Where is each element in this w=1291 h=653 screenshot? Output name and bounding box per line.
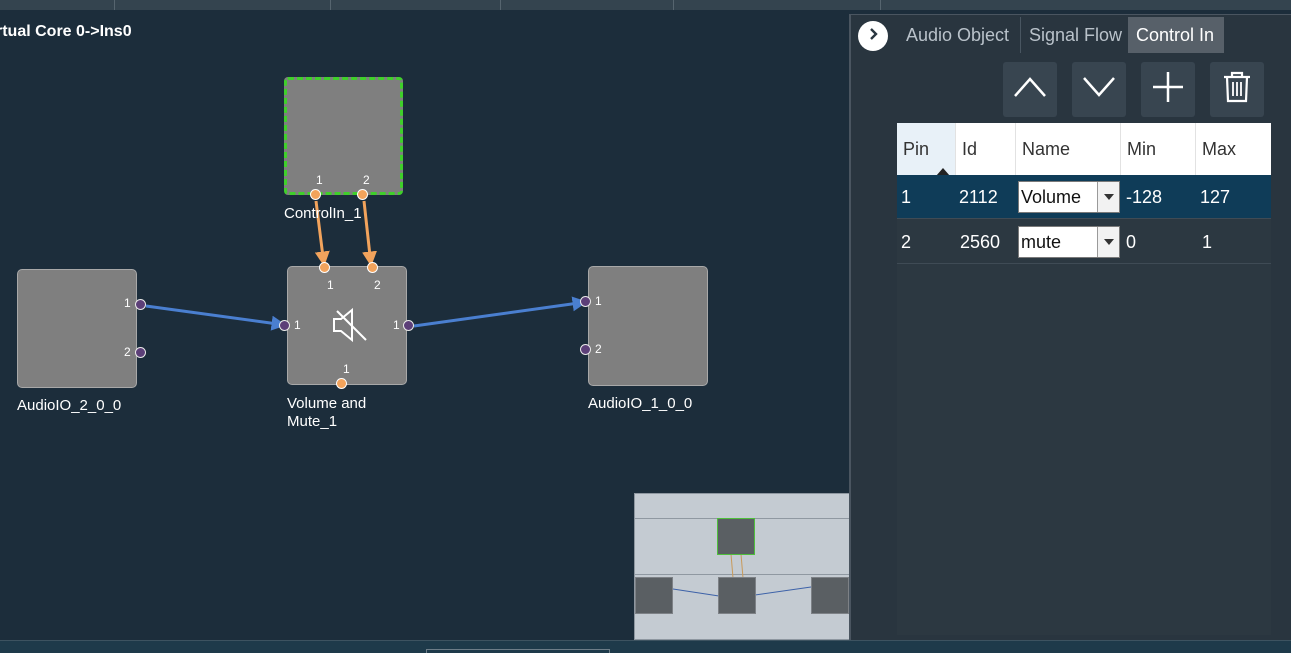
column-header-id[interactable]: Id	[956, 123, 1016, 175]
tab-signal-flow[interactable]: Signal Flow	[1029, 25, 1123, 45]
audio-io-1-block[interactable]	[588, 266, 708, 386]
pin-number: 1	[327, 278, 334, 292]
speaker-mute-icon	[330, 307, 370, 348]
audio-io-2-block[interactable]	[17, 269, 137, 388]
name-dropdown-value: Volume	[1021, 187, 1082, 207]
minimap-block	[811, 577, 849, 614]
canvas-minimap[interactable]	[634, 493, 850, 640]
delete-button[interactable]	[1210, 62, 1264, 117]
audio-out-pin-1[interactable]	[403, 320, 414, 331]
tab-divider	[1020, 17, 1021, 53]
cell-pin: 1	[901, 187, 912, 207]
sort-ascending-icon	[936, 144, 950, 196]
tab-divider	[330, 0, 331, 10]
block-label: Volume and	[287, 395, 367, 412]
minimap-block	[718, 577, 756, 614]
table-header: Pin Id Name Min Max	[897, 123, 1271, 176]
pin-number: 2	[124, 345, 131, 359]
plus-icon	[1152, 71, 1184, 108]
control-out-pin[interactable]	[336, 378, 347, 389]
chevron-right-icon	[866, 27, 880, 46]
audio-out-pin-2[interactable]	[135, 347, 146, 358]
tab-divider	[500, 0, 501, 10]
pin-number: 1	[294, 318, 301, 332]
pin-number: 2	[374, 278, 381, 292]
status-field	[426, 649, 610, 653]
tab-divider	[114, 0, 115, 10]
caret-down-icon[interactable]	[1097, 227, 1119, 257]
minimap-block	[717, 518, 755, 555]
add-button[interactable]	[1141, 62, 1195, 117]
audio-in-pin-1[interactable]	[580, 296, 591, 307]
tab-divider	[880, 0, 881, 10]
control-wire-pin2[interactable]	[362, 200, 377, 267]
cell-id: 2560	[960, 232, 1001, 252]
minimap-guide	[635, 574, 849, 575]
move-down-button[interactable]	[1072, 62, 1126, 117]
trash-icon	[1223, 71, 1251, 108]
audio-out-pin-1[interactable]	[135, 299, 146, 310]
collapse-panel-button[interactable]	[858, 21, 888, 51]
cell-id: 2112	[959, 187, 998, 207]
pin-number: 1	[316, 173, 323, 187]
cell-max: 127	[1200, 187, 1231, 207]
pin-number: 1	[393, 318, 400, 332]
control-in-pin-1[interactable]	[319, 262, 330, 273]
column-header-pin[interactable]: Pin	[897, 123, 956, 176]
name-dropdown[interactable]: Volume	[1018, 181, 1120, 213]
tab-audio-object[interactable]: Audio Object	[906, 25, 1010, 45]
audio-wire-io2-to-volume[interactable]	[145, 304, 287, 331]
top-tab-strip	[0, 0, 1291, 10]
canvas-title: rtual Core 0->Ins0	[0, 23, 132, 40]
column-header-min[interactable]: Min	[1121, 123, 1196, 175]
wire-layer	[145, 200, 588, 331]
chevron-up-icon	[1013, 76, 1047, 103]
column-header-name[interactable]: Name	[1016, 123, 1121, 175]
name-dropdown[interactable]: mute	[1018, 226, 1120, 258]
minimap-block	[635, 577, 673, 614]
move-up-button[interactable]	[1003, 62, 1057, 117]
chevron-down-icon	[1082, 76, 1116, 103]
control-out-pin-1[interactable]	[310, 189, 321, 200]
name-dropdown-value: mute	[1021, 232, 1062, 252]
tab-control-in[interactable]: Control In	[1128, 17, 1224, 53]
tab-divider	[673, 0, 674, 10]
control-in-pin-2[interactable]	[367, 262, 378, 273]
control-wire-pin1[interactable]	[314, 200, 330, 267]
column-label: Pin	[903, 139, 930, 159]
block-label: AudioIO_2_0_0	[17, 397, 122, 414]
block-label: ControlIn_1	[284, 205, 362, 222]
pin-number: 1	[124, 296, 131, 310]
cell-min: -128	[1126, 187, 1163, 207]
cell-max: 1	[1202, 232, 1213, 252]
table-row[interactable]: 1 2112 Volume -128 127	[897, 175, 1271, 219]
pin-number: 2	[595, 342, 602, 356]
block-label: Mute_1	[287, 413, 338, 430]
audio-wire-volume-to-io1[interactable]	[413, 296, 588, 328]
column-header-max[interactable]: Max	[1202, 139, 1237, 159]
status-bar	[0, 640, 1291, 653]
control-in-table: Pin Id Name Min Max 1 2112 Volume	[897, 123, 1271, 635]
control-out-pin-2[interactable]	[357, 189, 368, 200]
caret-down-icon[interactable]	[1097, 182, 1119, 212]
control-in-block[interactable]	[284, 77, 403, 195]
pin-number: 1	[595, 294, 602, 308]
audio-in-pin-1[interactable]	[279, 320, 290, 331]
properties-panel: Audio Object Signal Flow Control In	[849, 14, 1291, 640]
cell-min: 0	[1126, 232, 1137, 252]
audio-in-pin-2[interactable]	[580, 344, 591, 355]
pin-number: 1	[343, 362, 350, 376]
pin-number: 2	[363, 173, 370, 187]
signal-flow-canvas[interactable]: rtual Core 0->Ins0 1 2 ControlIn_1	[0, 10, 850, 640]
minimap-wires	[672, 553, 812, 597]
cell-pin: 2	[901, 232, 912, 252]
volume-mute-block[interactable]	[287, 266, 407, 385]
table-row[interactable]: 2 2560 mute 0 1	[897, 220, 1271, 264]
block-label: AudioIO_1_0_0	[588, 395, 693, 412]
